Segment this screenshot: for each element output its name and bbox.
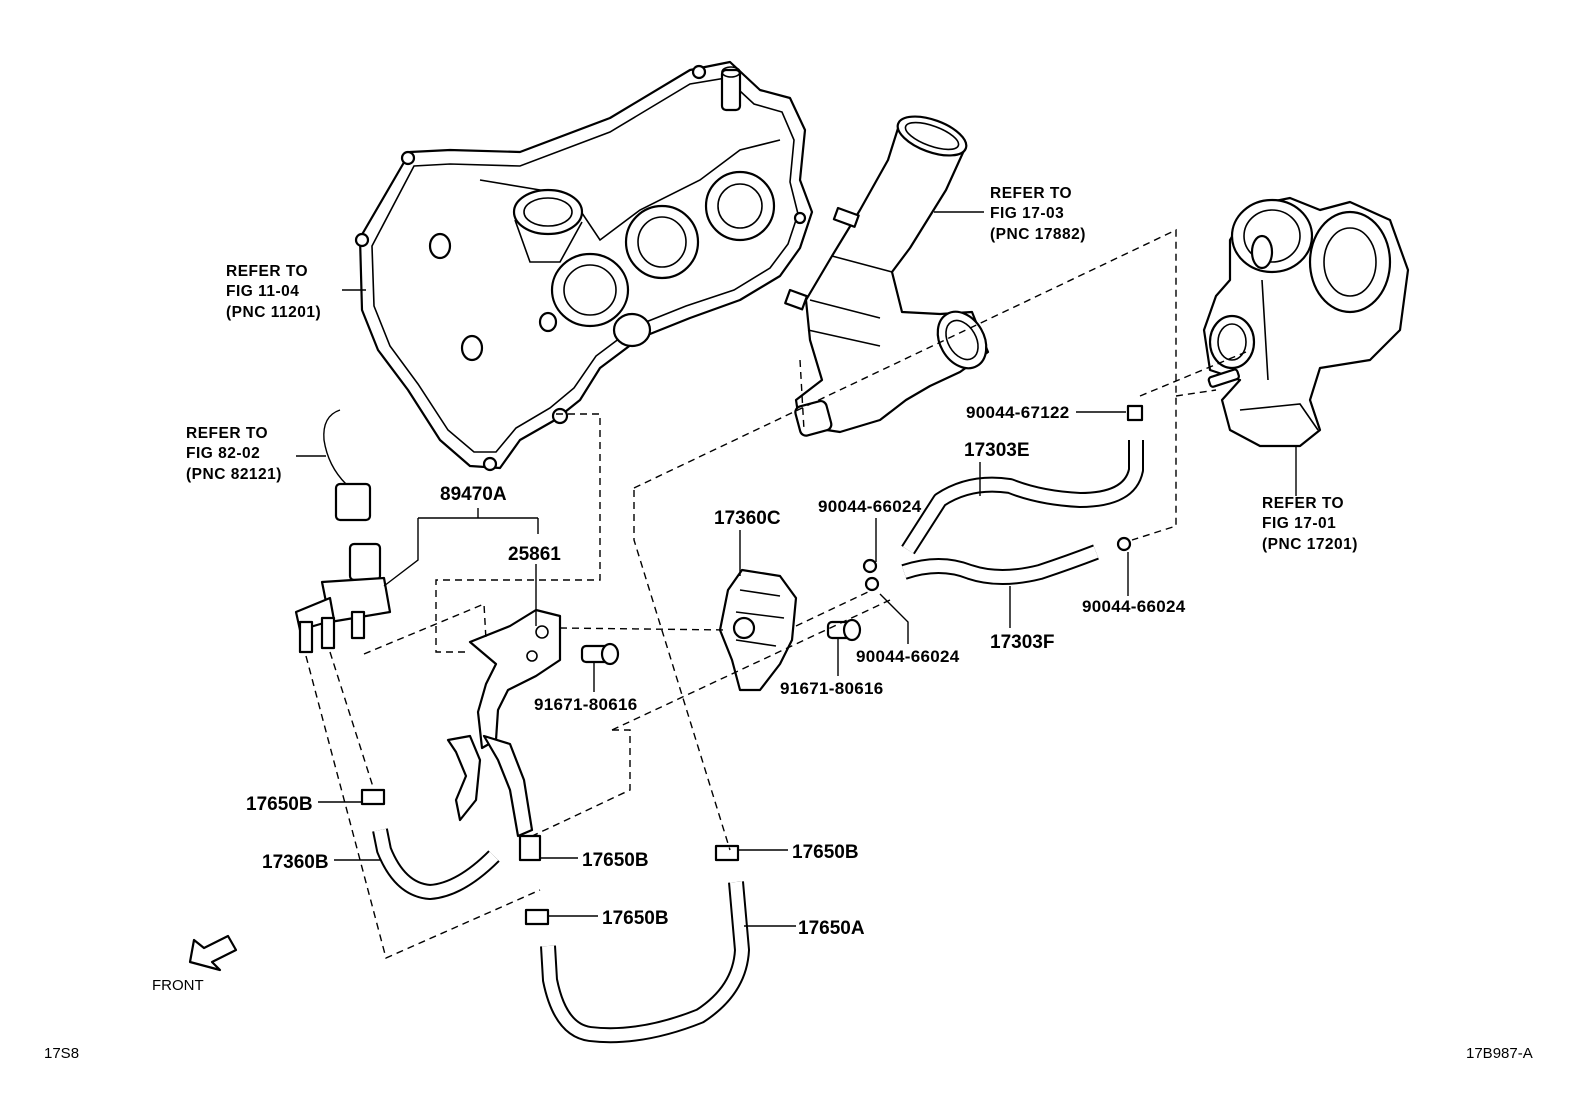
corner-code-right: 17B987-A — [1466, 1045, 1533, 1062]
ref-fig-11-04: REFER TO FIG 11-04 (PNC 11201) — [226, 263, 321, 321]
svg-text:(PNC 17201): (PNC 17201) — [1262, 536, 1358, 553]
front-label: FRONT — [152, 977, 204, 994]
svg-text:(PNC 82121): (PNC 82121) — [186, 466, 282, 483]
part-label-90044-66024-a: 90044-66024 — [818, 497, 922, 516]
part-label-25861: 25861 — [508, 544, 561, 565]
front-arrow-icon — [188, 934, 238, 972]
cylinder-head-cover — [354, 60, 814, 472]
svg-text:REFER TO: REFER TO — [226, 263, 308, 280]
part-label-90044-66024-b: 90044-66024 — [1082, 597, 1186, 616]
bolts — [580, 618, 862, 666]
leader-lines — [296, 211, 1297, 927]
svg-text:FIG 17-01: FIG 17-01 — [1262, 515, 1336, 532]
air-intake-pipe — [784, 115, 990, 437]
part-label-91671-80616-a: 91671-80616 — [534, 695, 638, 714]
vacuum-switching-valve — [294, 409, 392, 654]
svg-text:REFER TO: REFER TO — [186, 425, 268, 442]
part-label-17303E: 17303E — [964, 440, 1030, 461]
svg-text:FIG 17-03: FIG 17-03 — [990, 205, 1064, 222]
svg-text:FIG 82-02: FIG 82-02 — [186, 445, 260, 462]
ref-fig-82-02: REFER TO FIG 82-02 (PNC 82121) — [186, 425, 282, 483]
svg-text:FIG 11-04: FIG 11-04 — [226, 283, 299, 300]
part-label-17650B-c: 17650B — [792, 842, 859, 863]
svg-text:(PNC 11201): (PNC 11201) — [226, 304, 321, 321]
part-label-17650A: 17650A — [798, 918, 865, 939]
valve-assembly — [718, 568, 798, 692]
part-label-17360B: 17360B — [262, 852, 329, 873]
turbocharger — [1202, 196, 1410, 448]
clips — [360, 404, 1144, 926]
part-label-17650B-b: 17650B — [582, 850, 649, 871]
part-label-17650B-a: 17650B — [246, 794, 313, 815]
part-label-91671-80616-b: 91671-80616 — [780, 679, 884, 698]
svg-text:REFER TO: REFER TO — [1262, 495, 1344, 512]
svg-text:(PNC 17882): (PNC 17882) — [990, 226, 1086, 243]
ref-fig-17-03: REFER TO FIG 17-03 (PNC 17882) — [990, 185, 1086, 243]
connection-lines — [305, 228, 1247, 959]
part-label-90044-67122: 90044-67122 — [966, 403, 1070, 422]
bracket — [446, 608, 562, 838]
corner-code-left: 17S8 — [44, 1045, 79, 1062]
part-label-17650B-d: 17650B — [602, 908, 669, 929]
part-label-17360C: 17360C — [714, 508, 781, 529]
hoses — [372, 440, 1144, 1044]
ref-fig-17-01: REFER TO FIG 17-01 (PNC 17201) — [1262, 495, 1358, 553]
part-label-90044-66024-c: 90044-66024 — [856, 647, 960, 666]
svg-text:REFER TO: REFER TO — [990, 185, 1072, 202]
part-label-17303F: 17303F — [990, 632, 1054, 653]
part-label-89470A: 89470A — [440, 484, 507, 505]
